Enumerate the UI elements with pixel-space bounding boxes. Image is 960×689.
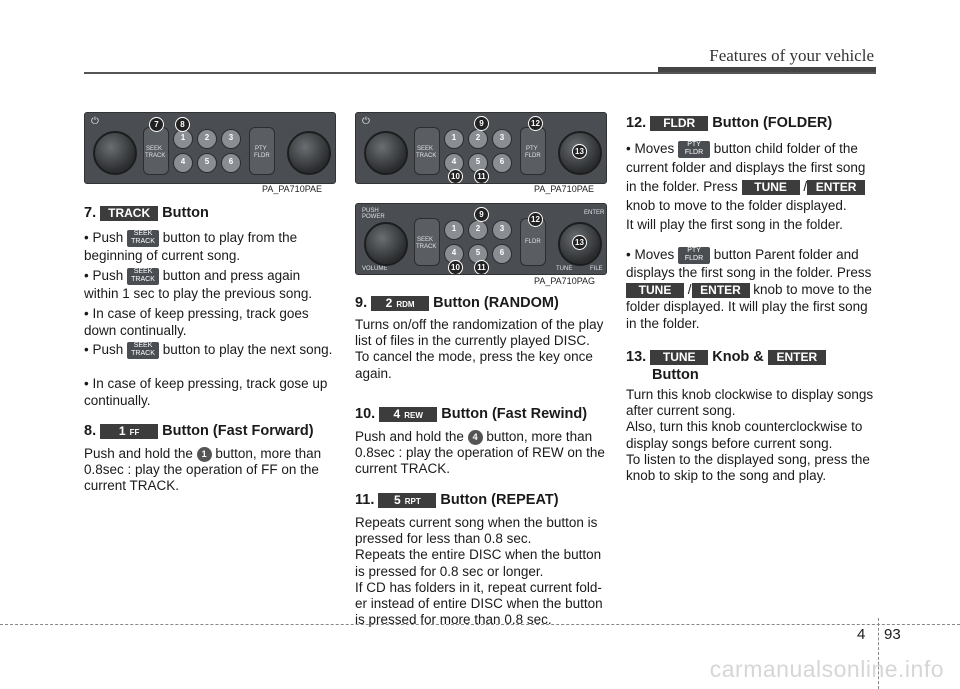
fldr-badge: FLDR [650, 115, 709, 131]
callout-10: 10 [448, 260, 463, 274]
preset-button-4: 4 [444, 153, 464, 173]
callout-10: 10 [448, 169, 463, 183]
tune-badge: TUNE [741, 179, 800, 195]
callout-9: 9 [474, 207, 489, 222]
preset-button-3: 3 [492, 129, 512, 149]
seek-track-icon: SEEK TRACK [127, 341, 160, 359]
callout-11: 11 [474, 260, 489, 274]
pty-fldr-button: PTY FLDR [520, 127, 546, 175]
enter-badge: ENTER [691, 282, 750, 298]
s11-body: Repeats current song when the button is … [355, 515, 603, 628]
preset-button-6: 6 [221, 153, 241, 173]
header-rule [84, 72, 876, 74]
radio-panel-figure-3: PUSH POWER VOLUME SEEK TRACK 1 2 3 4 5 6… [355, 203, 607, 275]
preset-button-1: 1 [444, 129, 464, 149]
preset-button-6: 6 [492, 153, 512, 173]
callout-12: 12 [528, 116, 543, 131]
pty-fldr-icon: PTY FLDR [678, 140, 711, 158]
s8-body: Push and hold the 1 button, more than 0.… [84, 446, 322, 494]
enter-badge: ENTER [807, 179, 866, 195]
preset-button-5: 5 [468, 244, 488, 264]
seek-track-button: SEEK TRACK [414, 218, 440, 266]
tune-badge: TUNE [650, 349, 709, 365]
seek-track-button: SEEK TRACK [414, 127, 440, 175]
preset-button-2: 2 [468, 129, 488, 149]
chapter-number: 4 [857, 626, 866, 643]
radio-panel-figure-2: ⏻ SEEK TRACK 1 2 3 4 5 6 PTY FLDR 9 10 1… [355, 112, 607, 184]
s7-bullet-5: • In case of keep pressing, track gose u… [84, 376, 328, 408]
callout-12: 12 [528, 212, 543, 227]
s10-body: Push and hold the 4 button, more than 0.… [355, 429, 605, 477]
enter-badge: ENTER [767, 349, 826, 365]
callout-9: 9 [474, 116, 489, 131]
s9-body: Turns on/off the randomization of the pl… [355, 317, 604, 381]
s12-bullet-2: • Moves PTY FLDR button Parent folder an… [626, 246, 872, 331]
power-volume-knob [93, 131, 137, 175]
section-12-heading: 12. FLDR Button (FOLDER) [626, 115, 833, 131]
header-accent-bar [658, 67, 876, 72]
callout-8: 8 [175, 117, 190, 132]
power-volume-knob [364, 131, 408, 175]
s7-bullet-3: • In case of keep pressing, track goes d… [84, 306, 309, 338]
section-header-title: Features of your vehicle [709, 46, 874, 65]
ff-button-icon: 1 [196, 446, 212, 462]
preset-button-1: 1 [444, 220, 464, 240]
s12-bullet-1: • Moves PTY FLDR button child folder of … [626, 140, 866, 232]
preset-button-3: 3 [492, 220, 512, 240]
power-icon: ⏻ [91, 116, 99, 127]
preset-button-1: 1 [173, 129, 193, 149]
preset-button-6: 6 [492, 244, 512, 264]
pty-fldr-icon: PTY FLDR [678, 246, 711, 264]
figure-2-caption: PA_PA710PAE [534, 184, 595, 194]
watermark: carmanualsonline.info [709, 656, 944, 682]
preset-button-2: 2 [468, 220, 488, 240]
s7-bullet-4: • Push SEEK TRACK button to play the nex… [84, 341, 333, 359]
tune-knob [287, 131, 331, 175]
power-icon: ⏻ [362, 116, 370, 127]
power-volume-knob [364, 222, 408, 266]
preset-button-2: 2 [197, 129, 217, 149]
page-number: 93 [884, 626, 901, 643]
footer-rule [0, 624, 960, 625]
tune-badge: TUNE [626, 282, 684, 298]
rew-button-icon: 4 [467, 429, 483, 445]
s7-bullet-2: • Push SEEK TRACK button and press again… [84, 267, 313, 301]
s13-body: Turn this knob clockwise to display song… [626, 387, 874, 484]
preset-button-4: 4 [173, 153, 193, 173]
figure-3-caption: PA_PA710PAG [534, 276, 596, 286]
radio-panel-figure-1: ⏻ SEEK TRACK 1 2 3 4 5 6 PTY FLDR 7 8 [84, 112, 336, 184]
callout-13: 13 [572, 235, 587, 250]
preset-button-3: 3 [221, 129, 241, 149]
seek-track-icon: SEEK TRACK [127, 229, 160, 247]
fldr-button: FLDR [520, 218, 546, 266]
callout-11: 11 [474, 169, 489, 183]
footer-divider [878, 618, 879, 689]
pty-fldr-button: PTY FLDR [249, 127, 275, 175]
section-7-heading: 7. TRACK Button [84, 205, 209, 221]
callout-7: 7 [149, 117, 164, 132]
seek-track-button: SEEK TRACK [143, 127, 169, 175]
seek-track-icon: SEEK TRACK [127, 267, 160, 285]
s7-bullet-1: • Push SEEK TRACK button to play from th… [84, 229, 298, 263]
callout-13: 13 [572, 144, 587, 159]
figure-1-caption: PA_PA710PAE [262, 184, 323, 194]
preset-button-5: 5 [197, 153, 217, 173]
section-13-heading: 13. TUNE Knob & ENTER Button [626, 348, 826, 384]
track-badge: TRACK [100, 205, 159, 221]
